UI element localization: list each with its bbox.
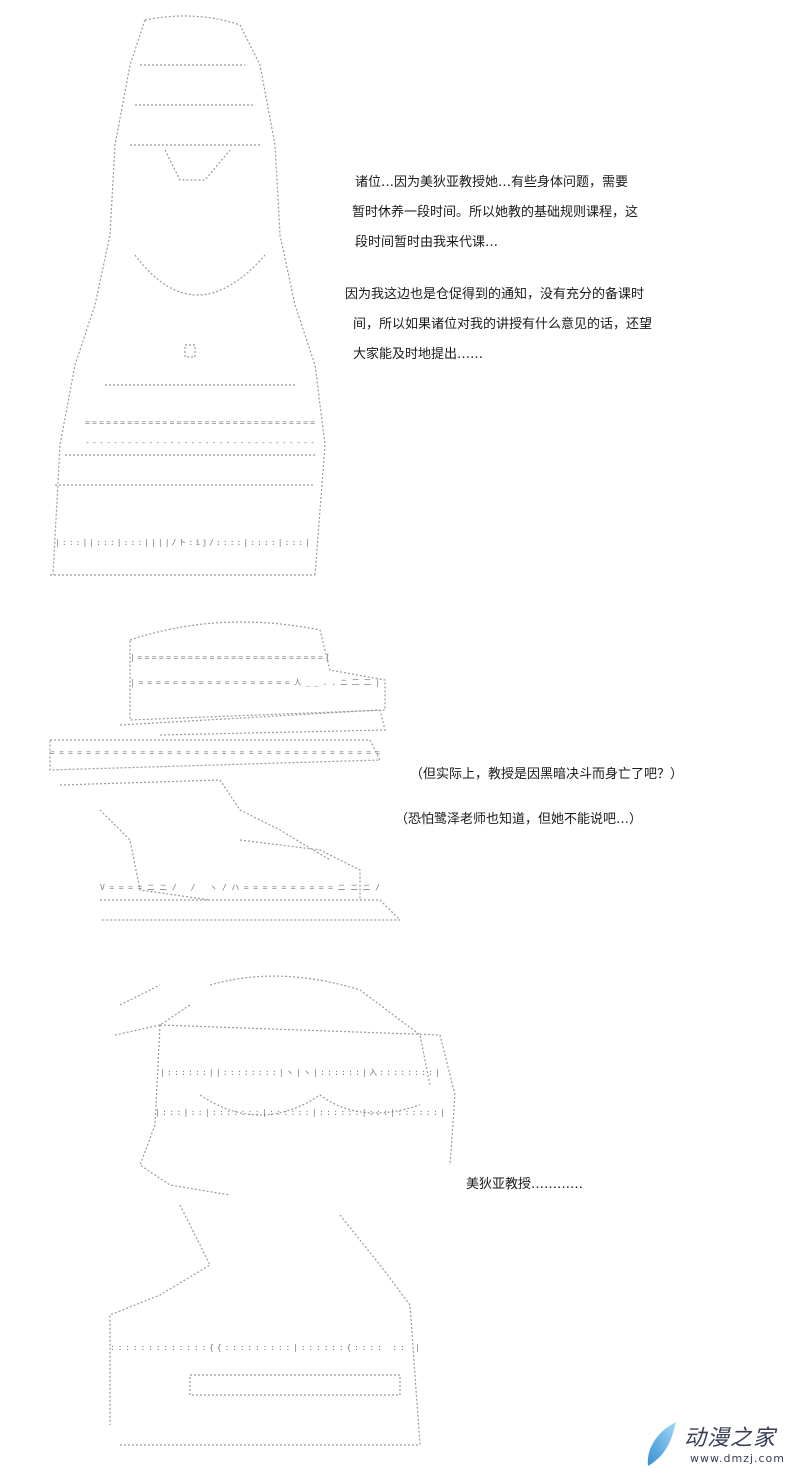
dmzj-watermark: 动漫之家 www.dmzj.com — [640, 1418, 800, 1474]
svg-text:|:::|::|:::::::|::::::|::::::|: |:::|::|:::::::|::::::|::::::|:::|::::::… — [155, 1108, 445, 1117]
speech-line: 暂时休养一段时间。所以她教的基础规则课程，这 — [352, 205, 639, 220]
ascii-art-hat-figure: |==========================[ |==========… — [49, 621, 400, 921]
speech-line: 大家能及时地提出…… — [353, 347, 484, 362]
speech-line: 诸位…因为美狄亚教授她…有些身体问题，需要 — [355, 175, 629, 190]
thought-bubble-1: （但实际上，教授是因黑暗决斗而身亡了吧？） — [410, 767, 684, 782]
speech-paragraph-2: 因为我这边也是仓促得到的通知，没有充分的备课时 间，所以如果诸位对我的讲授有什么… — [345, 280, 652, 370]
svg-text:==============================: ===================================== — [50, 748, 380, 757]
speech-line: 段时间暂时由我来代课… — [355, 235, 499, 250]
svg-text:------------------------------: --------------------------------- — [85, 438, 315, 447]
svg-text:|::::::||::::::::|ヽ|ヽ|::::::|入: |::::::||::::::::|ヽ|ヽ|::::::|入::::::::| — [160, 1068, 440, 1077]
watermark-name: 动漫之家 — [684, 1426, 777, 1451]
svg-text:|==========================[: |==========================[ — [130, 653, 330, 662]
feather-logo-icon — [647, 1422, 676, 1466]
ascii-art-girl-figure: |::::::||::::::::|ヽ|ヽ|::::::|入::::::::| … — [109, 975, 456, 1446]
speech-medea-professor: 美狄亚教授………… — [466, 1177, 584, 1192]
speech-paragraph-1: 诸位…因为美狄亚教授她…有些身体问题，需要 暂时休养一段时间。所以她教的基础规则… — [352, 168, 639, 258]
thought-bubble-2: （恐怕鹭泽老师也知道，但她不能说吧…） — [395, 812, 643, 827]
watermark-url: www.dmzj.com — [690, 1452, 785, 1465]
speech-line: 因为我这边也是仓促得到的通知，没有充分的备课时 — [345, 287, 645, 302]
svg-text:|:::||:::|:::||||/ト:ij/::::|::: |:::||:::|:::||||/ト:ij/::::|::::|:::| — [55, 538, 310, 547]
speech-line: 间，所以如果诸位对我的讲授有什么意见的话，还望 — [353, 317, 653, 332]
svg-text::::::::::::::{{:::::::::|:::::: :::::::::::::{{:::::::::|::::::{:::: :: … — [110, 1343, 420, 1352]
ascii-art-teacher-figure: ================================= ------… — [50, 15, 326, 576]
svg-text:==============================: ================================= — [85, 418, 315, 427]
svg-text:V====ニニ/ / ヽ/ハ==========ニニニ/: V====ニニ/ / ヽ/ハ==========ニニニ/ — [100, 883, 380, 892]
svg-text:|==================人__..ニ二二|: |==================人__..ニ二二| — [130, 678, 380, 687]
